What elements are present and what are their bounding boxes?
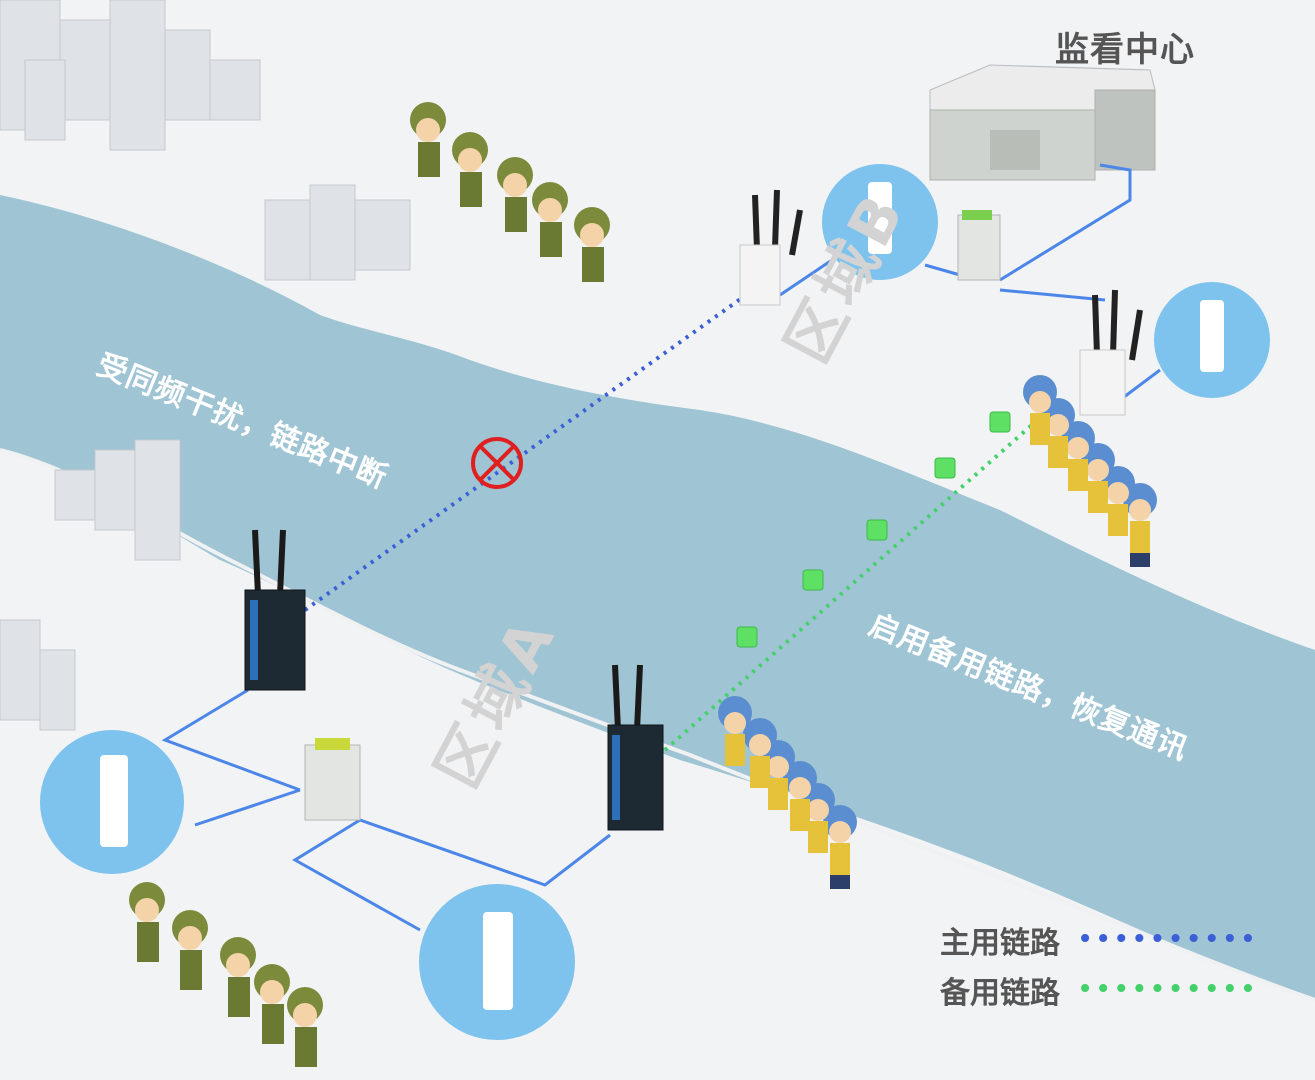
crowd-blue-zone-a — [718, 696, 857, 889]
crowd-green-top — [410, 102, 610, 282]
crowd-green-bottom — [129, 882, 323, 1067]
antenna-node-a2 — [419, 884, 575, 1040]
link-broken-marker — [471, 437, 523, 489]
router-zone-a-left — [244, 529, 306, 691]
river — [0, 195, 1315, 1080]
router-zone-a-right — [607, 664, 664, 831]
city-buildings-left — [0, 439, 181, 731]
city-buildings-top-left — [0, 0, 261, 151]
cables — [161, 163, 1161, 932]
backup-link — [663, 398, 1062, 752]
legend-primary-label: 主用链路 — [940, 926, 1060, 961]
antenna-node-a1 — [40, 730, 184, 874]
switch-zone-b — [957, 210, 1001, 281]
legend-backup-label: 备用链路 — [940, 976, 1060, 1011]
antenna-node-b1 — [822, 164, 938, 280]
legend-primary-swatch — [1081, 934, 1259, 942]
router-zone-b-left — [739, 189, 803, 306]
legend-backup: 备用链路 — [940, 968, 1280, 1012]
legend-backup-swatch — [1081, 984, 1259, 992]
backup-link-packets — [736, 411, 1011, 648]
crowd-blue-zone-b — [1023, 375, 1157, 567]
primary-link — [303, 283, 762, 612]
router-zone-b-right — [1079, 289, 1143, 416]
legend-primary: 主用链路 — [940, 918, 1280, 962]
antenna-node-b2 — [1154, 282, 1270, 398]
switch-zone-a — [304, 738, 361, 821]
monitoring-center-label: 监看中心 — [1055, 30, 1195, 70]
city-buildings-mid — [264, 184, 411, 281]
monitoring-center-building — [929, 64, 1156, 181]
